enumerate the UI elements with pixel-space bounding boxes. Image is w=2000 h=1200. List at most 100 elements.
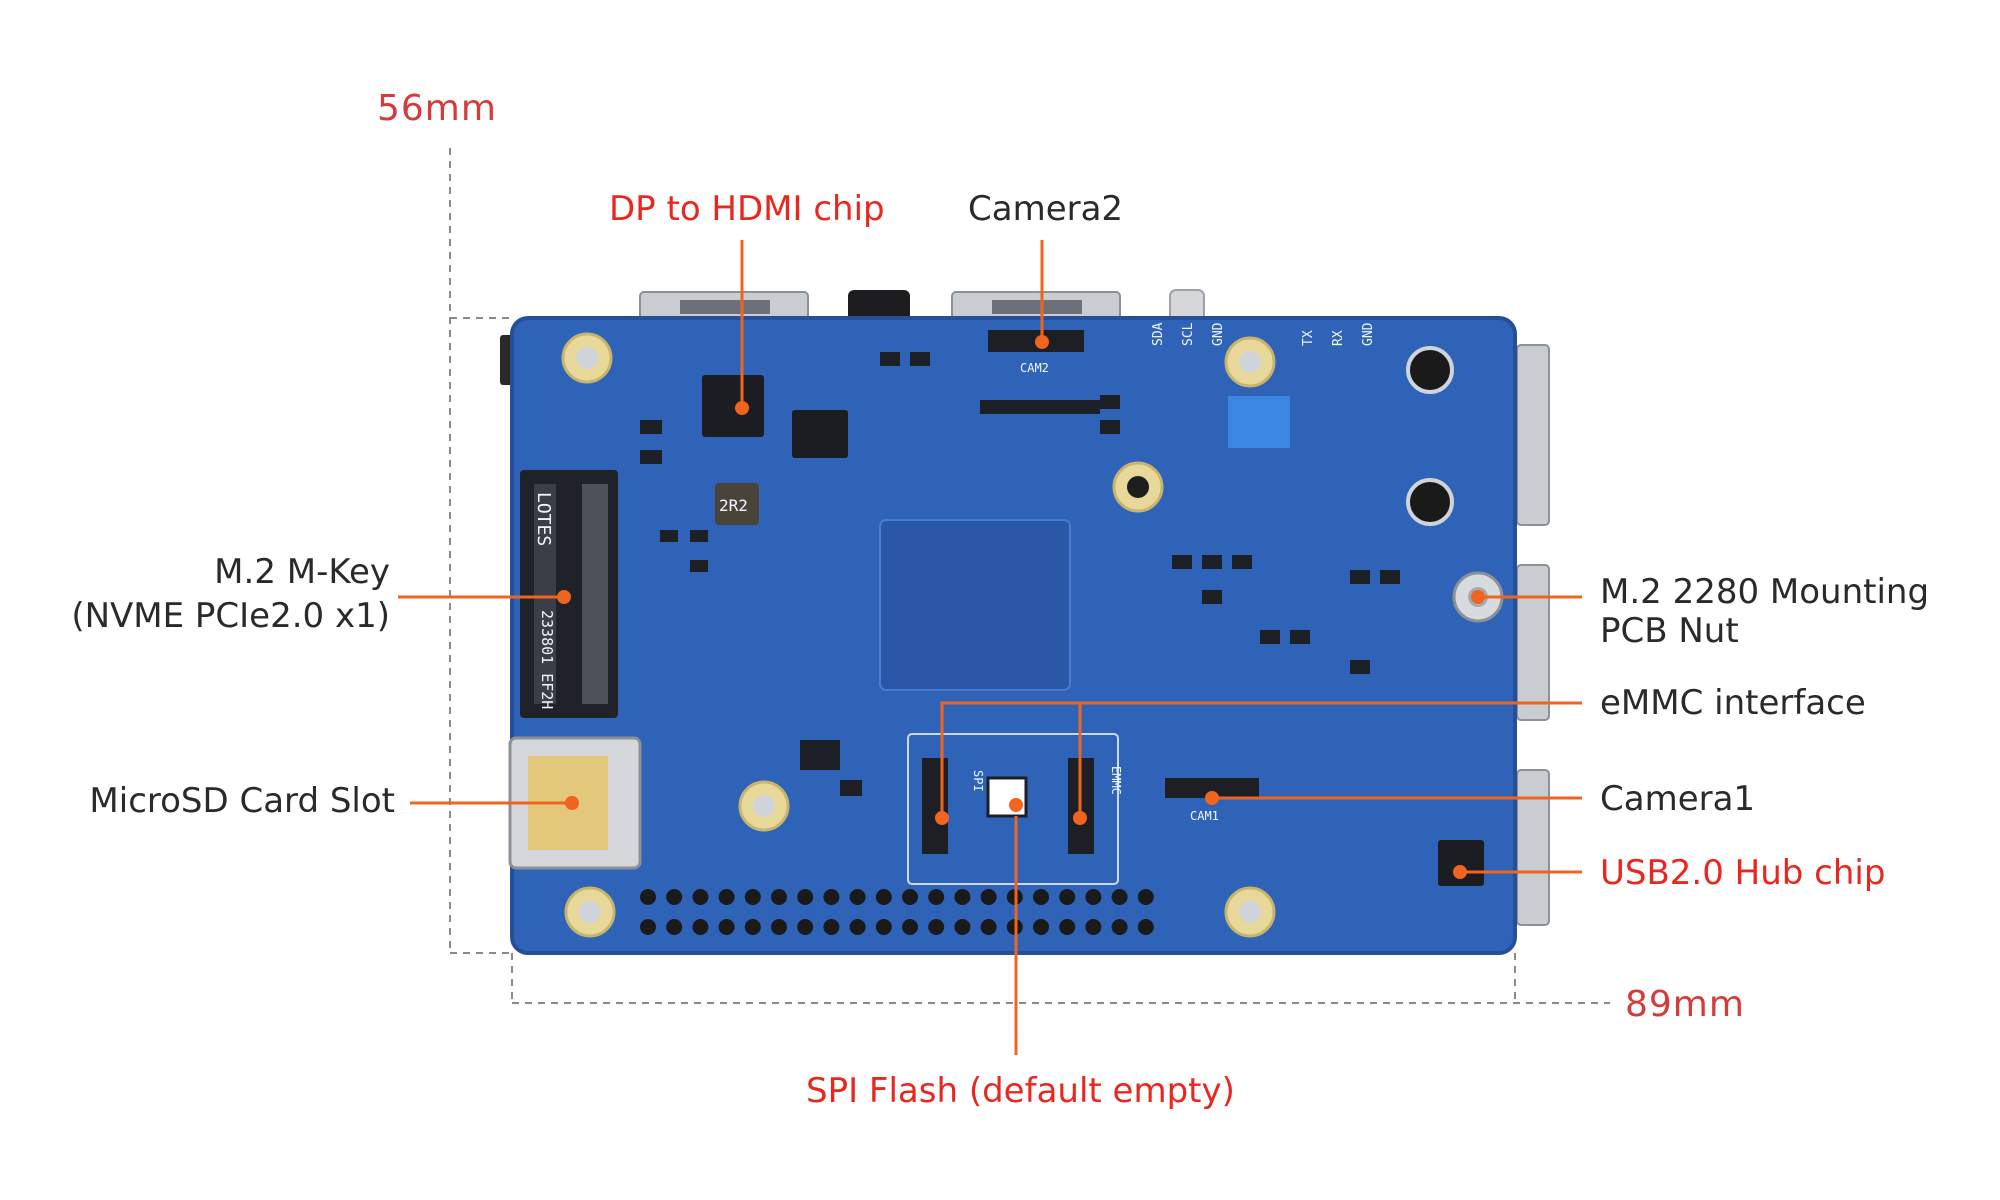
gpio-pin (744, 919, 761, 935)
label-m2-line1: M.2 M-Key (214, 552, 390, 592)
inductor-2r2 (715, 483, 759, 525)
screw-top (1406, 346, 1454, 394)
gpio-pin (1137, 919, 1154, 935)
m2-slot-pins (582, 484, 608, 704)
usb-port-1 (1516, 564, 1550, 721)
microsd-slot-group (508, 736, 642, 870)
mounting-hole-lm-center (753, 795, 775, 817)
aux-chip (792, 410, 848, 458)
m2-code-silk: 233801 EF2H (538, 610, 556, 709)
callout-lines (398, 240, 1582, 1055)
gpio-pin (640, 889, 656, 905)
gpio-pin (1111, 889, 1128, 905)
label-camera2: Camera2 (968, 189, 1123, 229)
width-dimension-label: 89mm (1625, 984, 1745, 1025)
gnd-silk: GND (1211, 322, 1226, 346)
label-usb-hub: USB2.0 Hub chip (1600, 853, 1885, 893)
audio-jack (848, 290, 910, 324)
gpio-pin (849, 889, 866, 905)
label-microsd: MicroSD Card Slot (89, 781, 395, 821)
gpio-pin (875, 919, 892, 935)
gpio-pin (980, 889, 997, 905)
gpio-pin (1085, 889, 1102, 905)
label-spi-flash: SPI Flash (default empty) (806, 1071, 1235, 1111)
gpio-pin (1059, 919, 1076, 935)
mounting-holes (561, 332, 1454, 938)
gpio-pin (718, 919, 735, 935)
gpio-pin (954, 919, 971, 935)
gpio-pin (718, 889, 735, 905)
gpio-pin (771, 889, 787, 905)
gpio-pin (928, 889, 945, 905)
mounting-hole-bl-center (579, 901, 601, 923)
spi-silk: SPI (971, 770, 985, 792)
gpio-pin (1085, 919, 1102, 935)
label-dp-hdmi: DP to HDMI chip (609, 189, 885, 229)
dp-hdmi-chip (702, 375, 764, 437)
m2-slot-inner (534, 484, 556, 704)
rx-silk: RX (1331, 330, 1346, 346)
top-connectors (500, 289, 1550, 926)
label-nut-line1: M.2 2280 Mounting (1600, 572, 1929, 612)
gpio-pin (902, 919, 918, 935)
gpio-pin (692, 889, 709, 905)
gpio-pin (875, 889, 892, 905)
hdmi-port-2-slot (992, 300, 1082, 314)
cam2-silk: CAM2 (1020, 361, 1049, 375)
usb-hub-chip (1438, 840, 1484, 886)
gpio-pin (797, 889, 814, 905)
gpio-pin (666, 919, 683, 935)
tx-silk: TX (1301, 330, 1316, 346)
label-nut-line2: PCB Nut (1600, 611, 1739, 651)
sda-silk: SDA (1151, 322, 1166, 346)
gpio-pin (744, 889, 761, 905)
callout-emmc-left (940, 701, 1582, 818)
gpio-pin (1137, 889, 1154, 905)
mounting-hole-mid-center (1127, 476, 1149, 498)
gpio-pin (980, 919, 997, 935)
gpio-pin (640, 919, 656, 935)
callout-dots (557, 335, 1485, 879)
label-camera1: Camera1 (1600, 779, 1755, 819)
small-components (640, 352, 1400, 796)
gpio-pin (823, 919, 840, 935)
height-dimension-label: 56mm (377, 88, 497, 129)
label-m2-line2: (NVME PCIe2.0 x1) (71, 596, 390, 636)
gpio-pin (1033, 919, 1049, 935)
screw-bottom (1406, 478, 1454, 526)
cam1-silk: CAM1 (1190, 809, 1219, 823)
gpio-pin (1059, 889, 1076, 905)
gpio-pin (797, 919, 814, 935)
gpio-pin (1111, 919, 1128, 935)
scl-silk: SCL (1181, 322, 1196, 346)
spi-emmc-outline (907, 733, 1119, 885)
mounting-hole-tl-center (576, 347, 598, 369)
gpio-pin (666, 889, 683, 905)
gpio-header (640, 889, 1154, 935)
soc-area (879, 519, 1071, 691)
mounting-hole-tr-center (1239, 351, 1261, 373)
ethernet-port (1516, 344, 1550, 526)
gpio-pin (849, 919, 866, 935)
usb-port-2 (1516, 769, 1550, 926)
gpio-pin (902, 889, 918, 905)
test-pad-block (1228, 396, 1290, 448)
mounting-hole-br-center (1239, 901, 1261, 923)
m2-brand-silk: LOTES (533, 492, 554, 546)
dimension-lines (449, 148, 1610, 1004)
gpio-pin (954, 889, 971, 905)
gpio-pin (692, 919, 709, 935)
hdmi-port-1-slot (680, 300, 770, 314)
gpio-pin (928, 919, 945, 935)
inductor-silk: 2R2 (719, 496, 748, 515)
gpio-pin (771, 919, 787, 935)
gnd2-silk: GND (1361, 322, 1376, 346)
emmc-silk: EMMC (1109, 766, 1123, 795)
gpio-pin (1033, 889, 1049, 905)
gpio-pin (823, 889, 840, 905)
label-emmc: eMMC interface (1600, 683, 1866, 723)
cam1-connector (1165, 778, 1259, 798)
emmc-connector-left (922, 758, 948, 854)
